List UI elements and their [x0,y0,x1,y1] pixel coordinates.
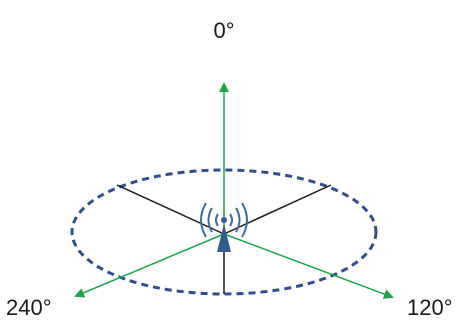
sector-boundary-left [116,184,225,235]
sector-boundary-right [223,184,332,235]
coverage-ring [70,168,378,296]
antenna-tower-icon [200,202,248,252]
signal-wave-icon [215,213,219,227]
signal-wave-icon [207,207,213,233]
angle-label-120: 120° [407,295,453,320]
signal-wave-icon [235,207,241,233]
signal-wave-icon [229,213,233,227]
signal-wave-icon [241,202,248,238]
direction-arrow-120 [223,233,394,299]
angle-label-0: 0° [213,18,234,43]
angle-label-240: 240° [6,295,52,320]
signal-wave-icon [200,202,207,238]
direction-arrow-240 [74,233,225,298]
